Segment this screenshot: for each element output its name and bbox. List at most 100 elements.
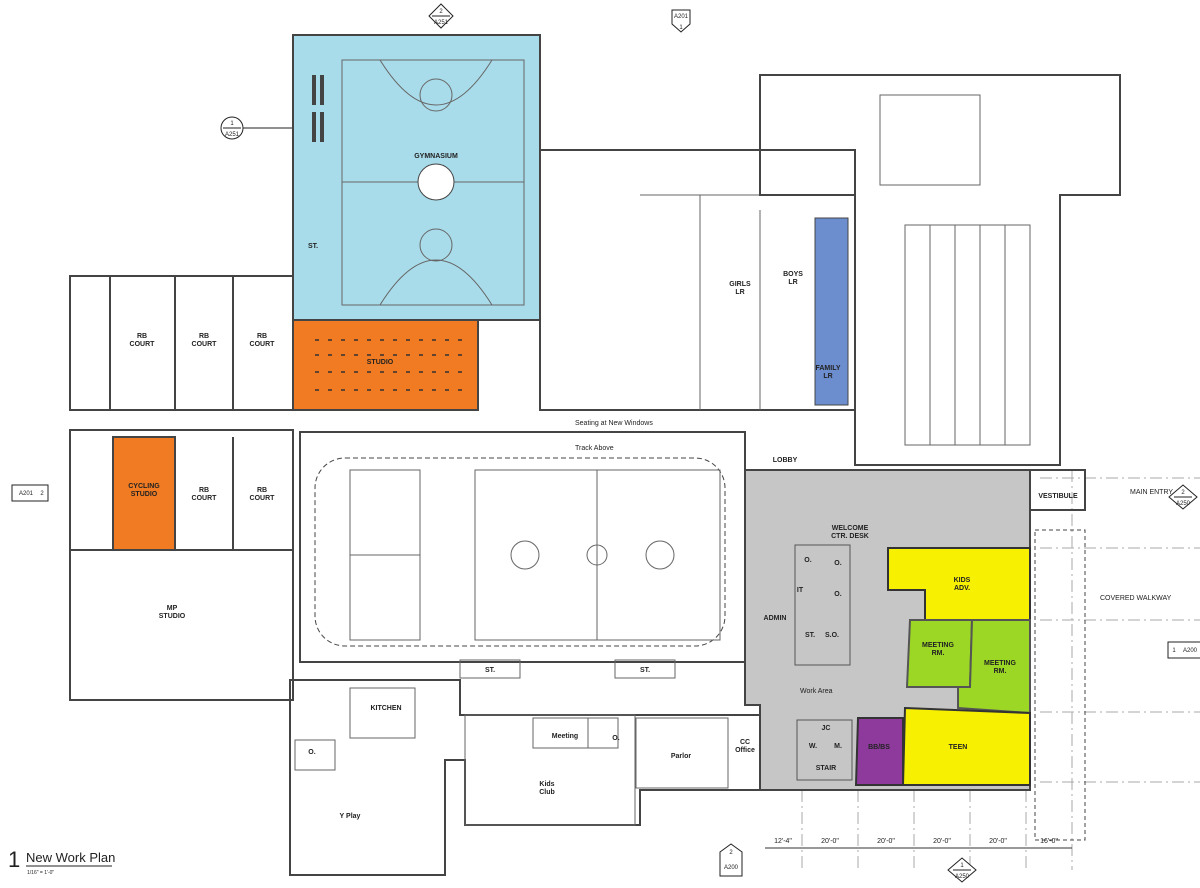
dimension-string: 12'-4" 20'-0" 20'-0" 20'-0" 20'-0" 16'-0… bbox=[765, 838, 1072, 849]
marker-sheet: A201 bbox=[674, 14, 689, 20]
section-marker-main-entry[interactable]: 2 A250 bbox=[1168, 484, 1198, 510]
pool-area bbox=[759, 74, 1121, 466]
entry: VESTIBULE MAIN ENTRY COVERED WALKWAY bbox=[1029, 469, 1173, 841]
parlor-label: Parlor bbox=[671, 753, 692, 760]
office-label: O. bbox=[804, 557, 811, 564]
boys-lr-label-2: LR bbox=[788, 279, 797, 286]
kids-adv-label-2: ADV. bbox=[954, 585, 970, 592]
marker-number: 1 bbox=[230, 121, 234, 127]
marker-sheet: A250 bbox=[1176, 501, 1191, 507]
dimension-label: 12'-4" bbox=[774, 838, 792, 845]
boys-lr-label: BOYS bbox=[783, 271, 803, 278]
storage-label: ST. bbox=[485, 667, 495, 674]
gymnasium-label: GYMNASIUM bbox=[414, 153, 458, 160]
kids-club-label-2: Club bbox=[539, 789, 555, 796]
section-marker-top-right[interactable]: A201 1 bbox=[671, 9, 691, 33]
meeting-label: Meeting bbox=[552, 733, 578, 740]
mp-studio-label: MP bbox=[167, 605, 178, 612]
section-marker-top-gym[interactable]: 2 A251 bbox=[428, 3, 454, 29]
drawing-scale: 1/16" = 1'-0" bbox=[27, 870, 54, 876]
so-label: S.O. bbox=[825, 632, 839, 639]
stair-label: STAIR bbox=[816, 765, 836, 772]
rb-court-label: RB bbox=[199, 333, 209, 340]
marker-number: 2 bbox=[729, 850, 733, 856]
main-entry-note: MAIN ENTRY bbox=[1130, 489, 1173, 496]
admin-label: ADMIN bbox=[764, 615, 787, 622]
gymnasium: GYMNASIUM ST. bbox=[292, 34, 541, 321]
rb-court-label-2: COURT bbox=[250, 495, 276, 502]
storage-label: ST. bbox=[640, 667, 650, 674]
south-wing: KITCHEN O. Y Play Kids Club Meeting O. P… bbox=[289, 679, 761, 876]
section-marker-bottom-mid[interactable]: 2 A200 bbox=[719, 843, 743, 877]
marker-sheet: A201 bbox=[19, 491, 34, 497]
office-label: O. bbox=[834, 591, 841, 598]
marker-sheet: A251 bbox=[434, 20, 449, 26]
it-label: IT bbox=[797, 587, 804, 594]
welcome-desk-label-2: CTR. DESK bbox=[831, 533, 869, 540]
meeting-room-label: MEETING bbox=[984, 660, 1016, 667]
drawing-title: 1 New Work Plan 1/16" = 1'-0" bbox=[8, 847, 115, 876]
rb-court-label: RB bbox=[257, 487, 267, 494]
marker-number: 1 bbox=[1172, 648, 1176, 654]
gymnasium-fill bbox=[292, 34, 541, 321]
dimension-label: 20'-0" bbox=[821, 838, 839, 845]
meeting-room-label-2: RM. bbox=[994, 668, 1007, 675]
marker-sheet: A251 bbox=[225, 132, 240, 138]
program-rooms: KIDS ADV. MEETING RM. MEETING RM. TEEN B… bbox=[854, 547, 1031, 786]
section-marker-bottom-right[interactable]: 1 A250 bbox=[947, 857, 977, 883]
seating-note: Seating at New Windows bbox=[575, 420, 653, 427]
jc-label: JC bbox=[822, 725, 831, 732]
rb-court-label-2: COURT bbox=[192, 495, 218, 502]
covered-walkway-note: COVERED WALKWAY bbox=[1100, 595, 1172, 602]
kids-adv-label: KIDS bbox=[954, 577, 971, 584]
section-marker-left-gym[interactable]: 1 A251 bbox=[220, 116, 292, 140]
rb-court-label: RB bbox=[199, 487, 209, 494]
cycling-studio-label: CYCLING bbox=[128, 483, 160, 490]
rb-court-label-2: COURT bbox=[130, 341, 156, 348]
marker-sheet: A250 bbox=[955, 874, 970, 880]
mp-studio-label-2: STUDIO bbox=[159, 613, 186, 620]
section-marker-left-mid[interactable]: A201 2 bbox=[11, 484, 49, 502]
office-label: O. bbox=[612, 735, 619, 742]
y-play-label: Y Play bbox=[340, 813, 361, 820]
office-label: O. bbox=[308, 749, 315, 756]
studio-room: STUDIO bbox=[292, 319, 479, 411]
track-note: Track Above bbox=[575, 445, 614, 452]
dimension-label: 20'-0" bbox=[877, 838, 895, 845]
rb-court-label-2: COURT bbox=[250, 341, 276, 348]
section-marker-right-mid[interactable]: 1 A200 bbox=[1167, 641, 1200, 659]
marker-sheet: A200 bbox=[1183, 648, 1198, 654]
marker-number: 2 bbox=[439, 9, 443, 15]
girls-lr-label: GIRLS bbox=[729, 281, 751, 288]
cycling-studio-label-2: STUDIO bbox=[131, 491, 158, 498]
marker-sheet: A200 bbox=[724, 865, 739, 871]
dimension-label: 16'-0" bbox=[1040, 838, 1058, 845]
girls-lr-label-2: LR bbox=[735, 289, 744, 296]
kids-club-label: Kids bbox=[539, 781, 554, 788]
cc-office-label: CC bbox=[740, 739, 750, 746]
lobby-label: LOBBY bbox=[773, 457, 798, 464]
dimension-label: 20'-0" bbox=[989, 838, 1007, 845]
drawing-number: 1 bbox=[8, 847, 20, 872]
gym-storage-label: ST. bbox=[308, 243, 318, 250]
kitchen-label: KITCHEN bbox=[370, 705, 401, 712]
womens-restroom-label: W. bbox=[809, 743, 817, 750]
vestibule-label: VESTIBULE bbox=[1038, 493, 1078, 500]
structural-grid bbox=[801, 470, 1200, 870]
marker-number: 1 bbox=[679, 25, 683, 31]
cc-office-label-2: Office bbox=[735, 747, 755, 754]
family-lr-label-2: LR bbox=[823, 373, 832, 380]
family-lr-label: FAMILY bbox=[815, 365, 840, 372]
drawing-name: New Work Plan bbox=[26, 850, 115, 865]
marker-number: 2 bbox=[1181, 490, 1185, 496]
work-area-note: Work Area bbox=[800, 688, 833, 695]
office-label: O. bbox=[834, 560, 841, 567]
central-courts: Seating at New Windows Track Above ST. S… bbox=[299, 420, 746, 679]
mens-restroom-label: M. bbox=[834, 743, 842, 750]
studio-label: STUDIO bbox=[367, 359, 394, 366]
storage-label: ST. bbox=[805, 632, 815, 639]
locker-rooms: GIRLS LR BOYS LR FAMILY LR bbox=[539, 149, 856, 411]
